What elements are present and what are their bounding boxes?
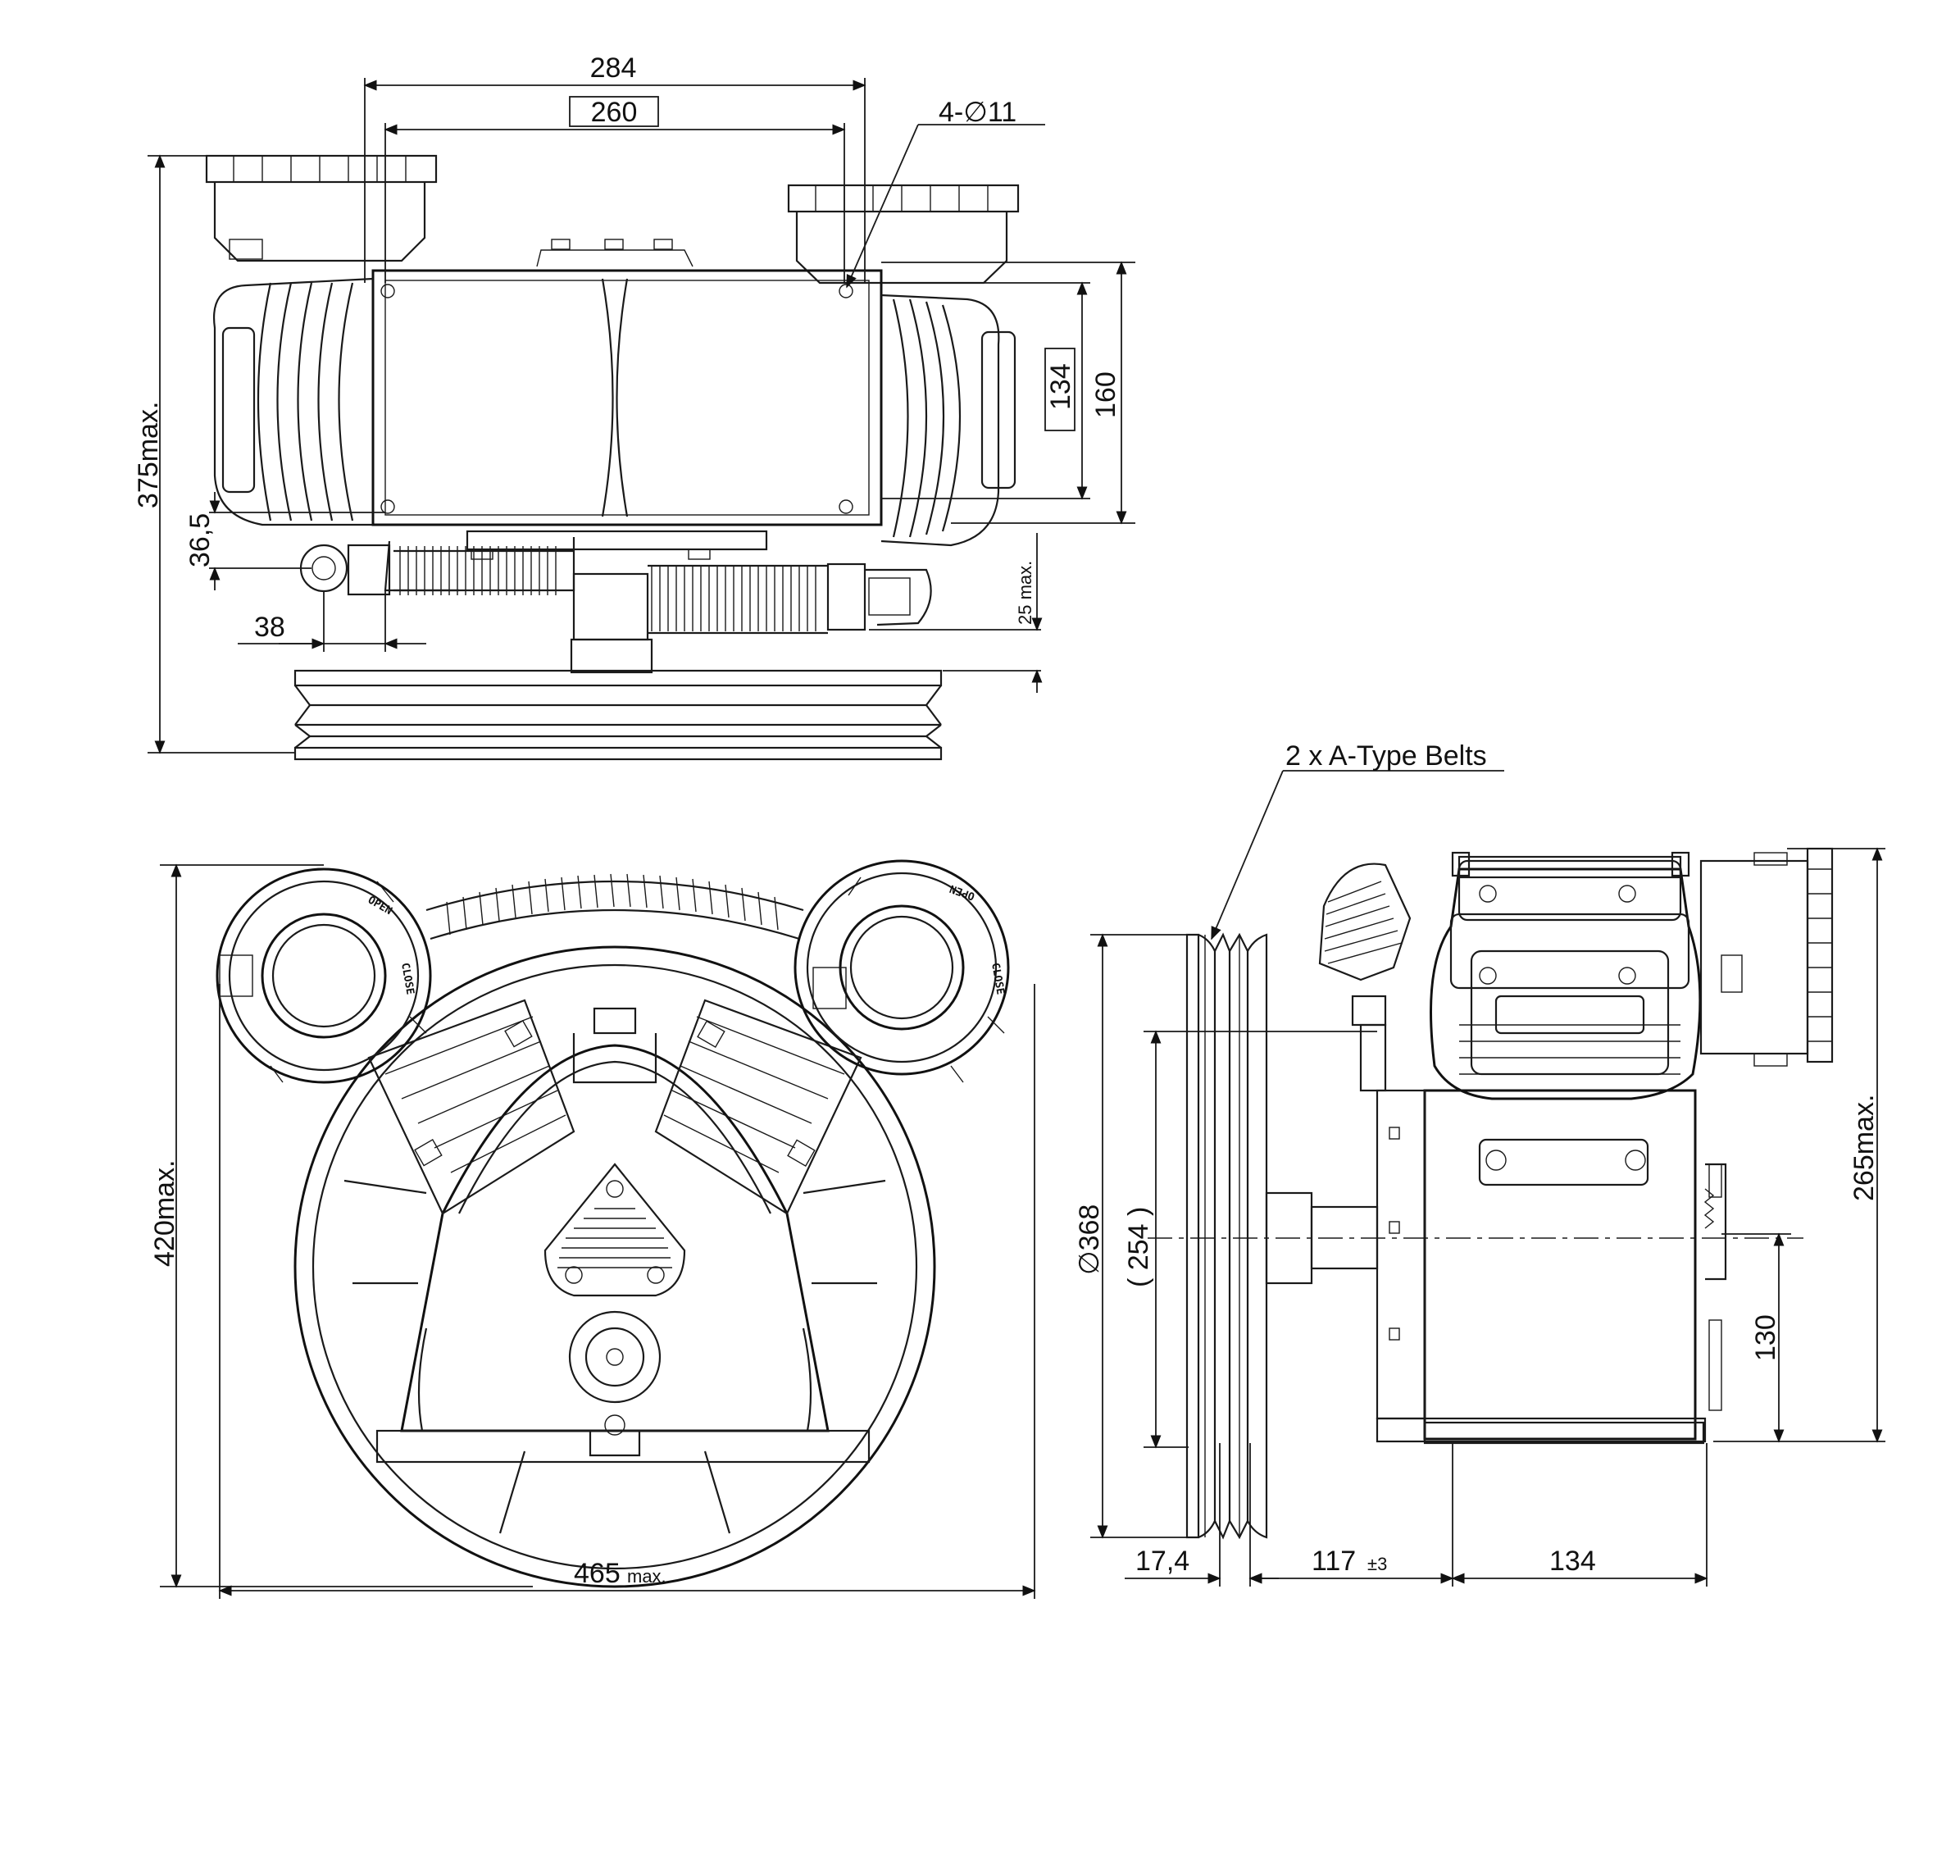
dim-label-25: 25 max. xyxy=(1015,561,1035,625)
pulley-side xyxy=(1185,932,1268,1540)
air-filter-left xyxy=(205,154,438,262)
dim-254: ( 254 ) xyxy=(1123,1030,1377,1449)
dim-label-130: 130 xyxy=(1750,1314,1781,1361)
discharge-pipe xyxy=(299,530,932,674)
dim-label-375: 375max. xyxy=(133,402,164,508)
dim-134-top: 134 xyxy=(881,281,1090,500)
dim-160: 160 xyxy=(881,261,1135,525)
dim-465: 465 max. xyxy=(218,984,1036,1599)
transfer-pipe xyxy=(425,873,804,940)
dim-label-265: 265max. xyxy=(1849,1095,1880,1201)
callout-belts-label: 2 x A-Type Belts xyxy=(1285,740,1487,772)
cooling-fins-right xyxy=(880,294,1016,547)
dim-label-420: 420max. xyxy=(149,1160,180,1267)
valve-label-close-left: CLOSE xyxy=(398,962,416,995)
callout-belts: 2 x A-Type Belts xyxy=(1211,740,1504,940)
crankshaft xyxy=(1148,1191,1803,1285)
front-view: OPEN CLOSE OPEN CLOSE 420max. 465 max. xyxy=(149,859,1036,1599)
dim-368: ∅368 xyxy=(1074,933,1189,1539)
valve-head-right: OPEN CLOSE xyxy=(794,859,1010,1083)
cooling-fins-left xyxy=(213,277,374,526)
dim-label-134-side: 134 xyxy=(1549,1546,1596,1577)
dim-17-4: 17,4 xyxy=(1125,1443,1279,1587)
dim-label-17-4: 17,4 xyxy=(1135,1546,1189,1577)
dim-label-38: 38 xyxy=(254,612,285,643)
dim-38: 38 xyxy=(238,590,426,652)
dim-holes: 4-∅11 xyxy=(846,97,1045,289)
dim-134-side: 134 xyxy=(1451,1443,1708,1587)
dim-265: 265max. xyxy=(1713,847,1885,1443)
dim-260: 260 xyxy=(384,96,846,283)
dim-label-holes: 4-∅11 xyxy=(939,97,1016,128)
crankcase xyxy=(375,1007,871,1464)
dim-420: 420max. xyxy=(149,863,533,1588)
cylinder-left xyxy=(367,999,575,1215)
dim-375: 375max. xyxy=(133,154,295,754)
dim-36-5: 36,5 xyxy=(184,492,385,590)
top-view: 284 260 4-∅11 375max. 160 xyxy=(133,52,1135,761)
dim-label-117-tol: ±3 xyxy=(1367,1554,1387,1574)
cylinder-side xyxy=(1430,851,1702,1186)
dim-label-254: ( 254 ) xyxy=(1123,1207,1154,1287)
air-filter-side xyxy=(1699,847,1834,1067)
valve-head-left: OPEN CLOSE xyxy=(216,867,432,1084)
dim-label-368: ∅368 xyxy=(1074,1204,1105,1275)
dim-label-160: 160 xyxy=(1090,371,1121,418)
dim-25: 25 max. xyxy=(869,533,1043,693)
dim-label-260: 260 xyxy=(591,97,638,128)
pulley-top xyxy=(293,669,943,761)
dim-117: 117 ±3 xyxy=(1248,1443,1454,1587)
cylinder-body xyxy=(371,269,883,526)
dim-label-465: 465 xyxy=(574,1558,621,1589)
dim-label-36-5: 36,5 xyxy=(184,513,216,567)
dim-130: 130 xyxy=(1721,1232,1791,1443)
side-view: 2 x A-Type Belts ∅368 ( 254 ) 265max. 13… xyxy=(1074,740,1885,1587)
air-filter-right xyxy=(787,184,1020,285)
valve-label-close-right: CLOSE xyxy=(989,962,1007,995)
crankcase-side xyxy=(1376,1089,1727,1445)
top-bolts xyxy=(536,239,694,267)
valve-label-open-right: OPEN xyxy=(948,881,977,902)
cylinder-right xyxy=(654,999,862,1215)
dim-label-134-top: 134 xyxy=(1045,363,1076,410)
dim-label-465-max: max. xyxy=(627,1566,666,1587)
dim-label-284: 284 xyxy=(590,52,637,84)
elbow-pipe xyxy=(1318,863,1412,1092)
dim-284: 284 xyxy=(363,52,866,283)
dim-label-117: 117 xyxy=(1312,1546,1356,1577)
